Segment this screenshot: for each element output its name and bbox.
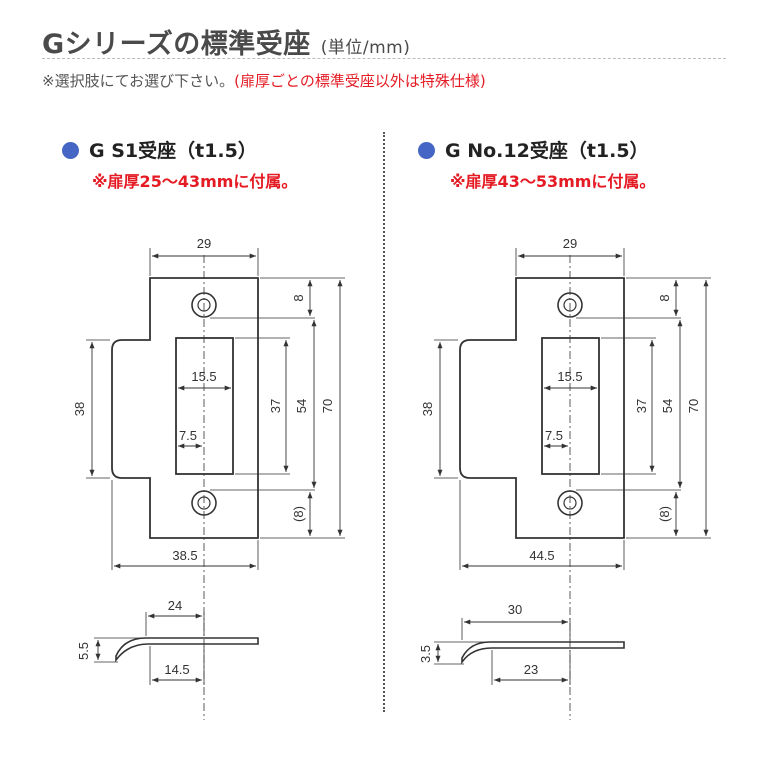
dim-height-70: 70 <box>686 399 701 413</box>
dim-top-width: 29 <box>563 236 577 251</box>
left-strike-plate-side <box>94 612 259 685</box>
bullet-icon <box>62 142 79 159</box>
dim-side-length: 24 <box>168 598 182 613</box>
left-side-dimension-labels: 24 5.5 14.5 <box>76 598 190 677</box>
right-heading: G No.12受座（t1.5） <box>418 136 649 163</box>
dim-height-38: 38 <box>72 402 87 416</box>
dim-slot-width: 15.5 <box>557 369 582 384</box>
dim-side-thickness: 3.5 <box>418 645 433 663</box>
selection-note: ※選択肢にてお選び下さい。(扉厚ごとの標準受座以外は特殊仕様) <box>42 70 486 91</box>
dim-slot-width: 15.5 <box>191 369 216 384</box>
right-front-dimension-labels: 29 8 38 15.5 37 54 70 7.5 (8) 44.5 <box>420 236 701 563</box>
dim-height-38: 38 <box>420 402 435 416</box>
left-name: G S1受座（t1.5） <box>89 140 257 162</box>
note-text: ※選択肢にてお選び下さい。 <box>42 72 235 90</box>
right-strike-plate-front <box>434 248 711 720</box>
unit-label: (単位/mm) <box>320 38 411 58</box>
right-range: ※扉厚43〜53mmに付属。 <box>450 172 656 191</box>
dim-slot-height: 37 <box>268 399 283 413</box>
dim-hole-bottom: (8) <box>657 506 672 522</box>
right-name: G No.12受座（t1.5） <box>445 140 649 162</box>
left-strike-plate-front <box>86 248 345 720</box>
dim-bottom-width: 38.5 <box>172 548 197 563</box>
page-title: Gシリーズの標準受座 (単位/mm) <box>42 22 410 61</box>
right-strike-plate-side <box>434 618 625 685</box>
dim-hole-top: 8 <box>657 294 672 301</box>
dim-slot-height: 37 <box>634 399 649 413</box>
dim-offset: 7.5 <box>179 428 197 443</box>
dim-hole-bottom: (8) <box>291 506 306 522</box>
dim-height-54: 54 <box>660 399 675 413</box>
right-side-dimension-labels: 30 3.5 23 <box>418 602 538 677</box>
center-divider <box>383 132 385 712</box>
dim-side-length: 30 <box>508 602 522 617</box>
dim-top-width: 29 <box>197 236 211 251</box>
dim-side-lip: 23 <box>524 662 538 677</box>
dim-height-70: 70 <box>320 399 335 413</box>
dim-hole-top: 8 <box>291 294 306 301</box>
note-red-text: (扉厚ごとの標準受座以外は特殊仕様) <box>234 72 486 90</box>
bullet-icon <box>418 142 435 159</box>
dim-height-54: 54 <box>294 399 309 413</box>
left-front-dimension-labels: 29 8 38 15.5 37 54 70 7.5 (8) 38.5 <box>72 236 335 563</box>
left-range: ※扉厚25〜43mmに付属。 <box>92 172 298 191</box>
title-text: Gシリーズの標準受座 <box>42 29 311 60</box>
title-divider <box>42 58 726 59</box>
dim-bottom-width: 44.5 <box>529 548 554 563</box>
dim-side-thickness: 5.5 <box>76 642 91 660</box>
dim-side-lip: 14.5 <box>164 662 189 677</box>
dim-offset: 7.5 <box>545 428 563 443</box>
left-heading: G S1受座（t1.5） <box>62 136 257 163</box>
